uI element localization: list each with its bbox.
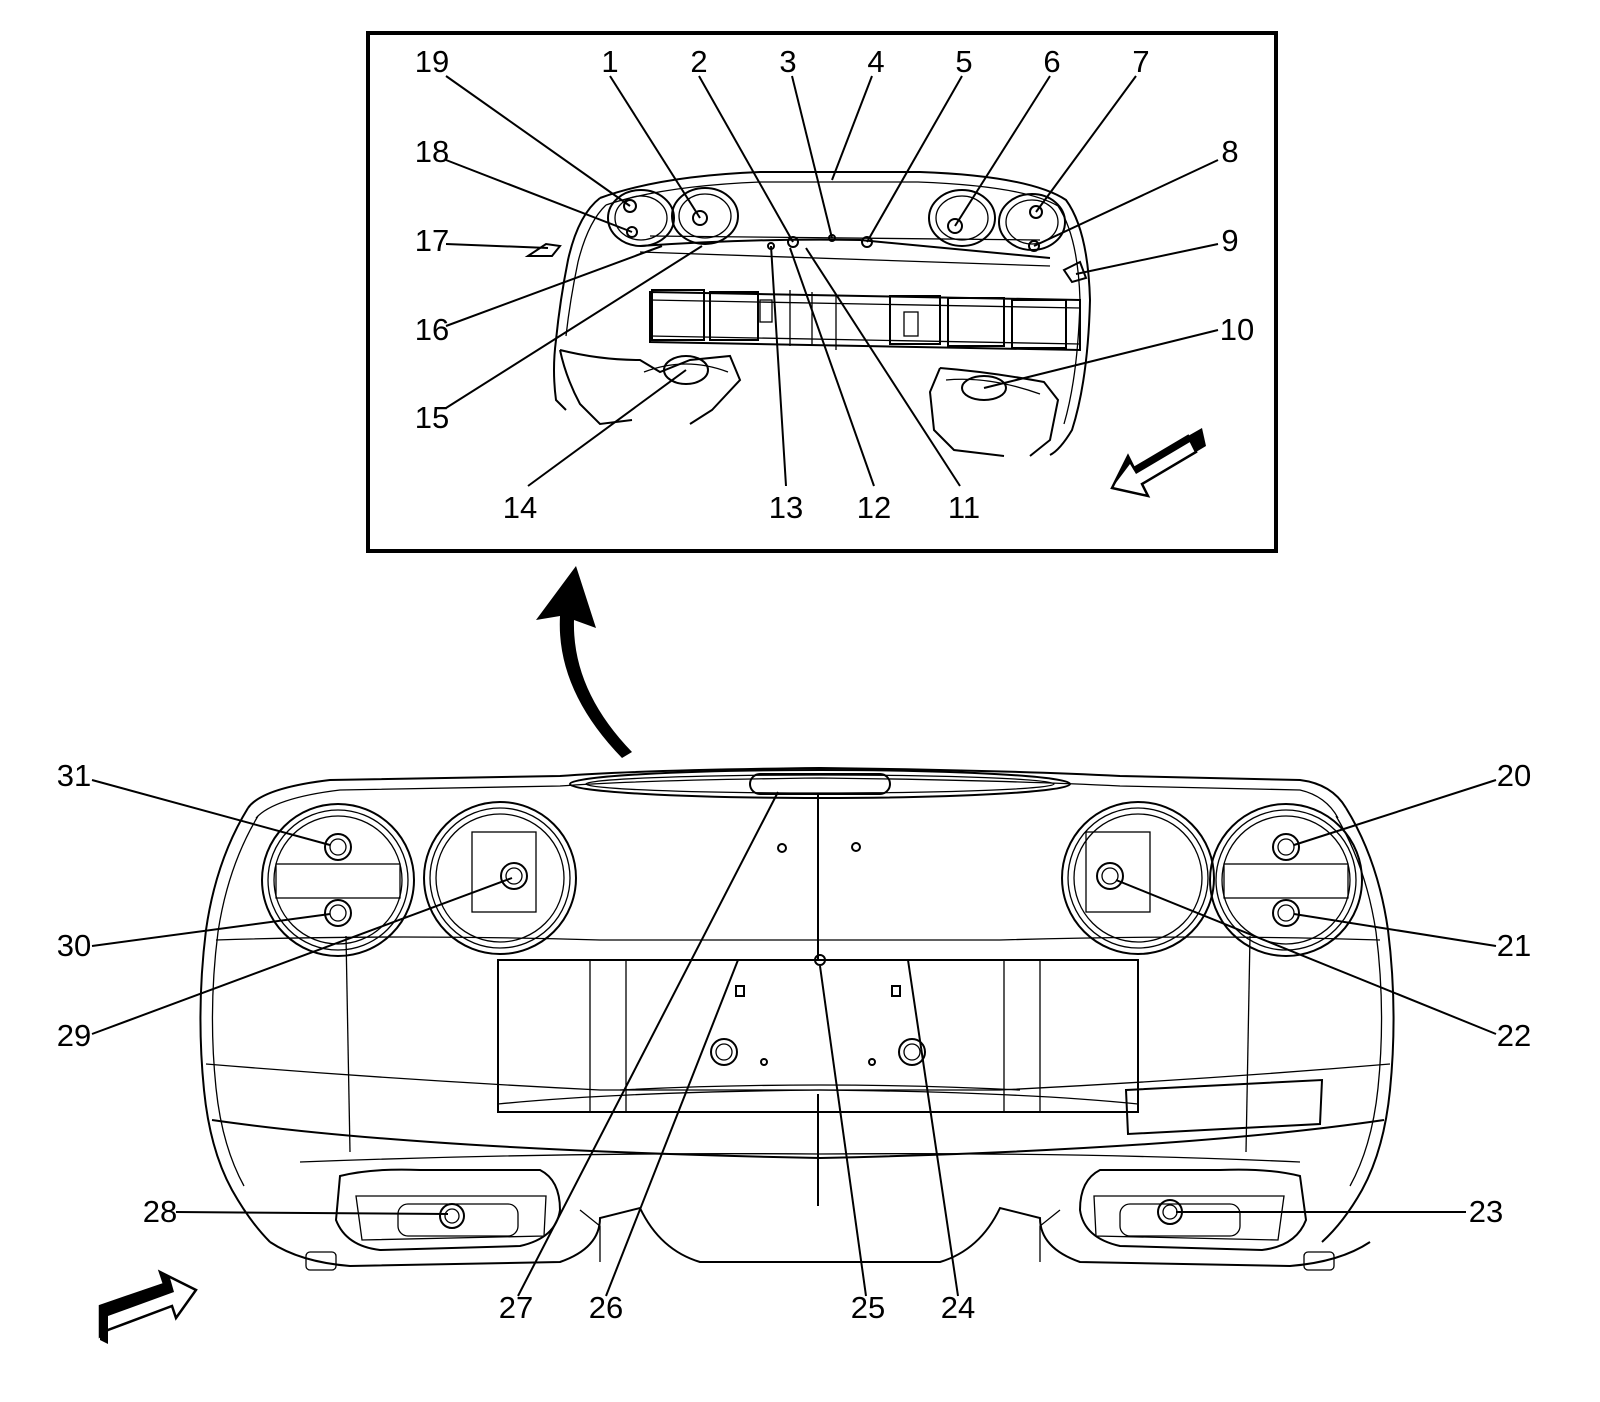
- lower-recess-left: [334, 1168, 562, 1252]
- callout-10: 10: [1220, 312, 1254, 347]
- callout-18: 18: [415, 134, 449, 169]
- callout-1: 1: [601, 44, 618, 79]
- tail-lamp-left-inner: [423, 801, 577, 955]
- callout-8: 8: [1221, 134, 1238, 169]
- callout-9: 9: [1221, 223, 1238, 258]
- direction-arrow-left-icon: [1110, 428, 1206, 498]
- curved-arrow-up-icon: [536, 566, 632, 758]
- callout-22: 22: [1497, 1018, 1531, 1053]
- callout-3: 3: [779, 44, 796, 79]
- callout-15: 15: [415, 400, 449, 435]
- inset-callouts: 19 1 2 3 4 5 6 7 18 8 17 9 16 10 15 14 1…: [415, 44, 1254, 525]
- inset-detail-view: 19 1 2 3 4 5 6 7 18 8 17 9 16 10 15 14 1…: [366, 31, 1278, 553]
- callout-12: 12: [857, 490, 891, 525]
- callout-21: 21: [1497, 928, 1531, 963]
- main-callouts: 31 20 30 21 29 22 28 23 27 26 25 24: [57, 758, 1531, 1325]
- inset-lamp-left-outer: [607, 189, 675, 247]
- inset-lamp-right-inner: [928, 189, 996, 247]
- inset-lamp-left-inner: [671, 187, 739, 245]
- callout-25: 25: [851, 1290, 885, 1325]
- inset-leaders: [445, 75, 1219, 487]
- tail-lamp-left-outer: [261, 803, 415, 957]
- label-plate: [1124, 1078, 1324, 1136]
- main-leaders: [91, 779, 1497, 1297]
- callout-28: 28: [143, 1194, 177, 1229]
- callout-4: 4: [867, 44, 884, 79]
- callout-13: 13: [769, 490, 803, 525]
- callout-29: 29: [57, 1018, 91, 1053]
- callout-7: 7: [1132, 44, 1149, 79]
- callout-11: 11: [948, 490, 980, 525]
- callout-6: 6: [1043, 44, 1060, 79]
- callout-23: 23: [1469, 1194, 1503, 1229]
- callout-5: 5: [955, 44, 972, 79]
- main-bumper-drawing: [199, 766, 1395, 1271]
- callout-26: 26: [589, 1290, 623, 1325]
- direction-arrow-right-icon: [98, 1269, 198, 1344]
- callout-24: 24: [941, 1290, 975, 1325]
- inset-lamp-right-outer: [998, 193, 1066, 252]
- callout-20: 20: [1497, 758, 1531, 793]
- callout-16: 16: [415, 312, 449, 347]
- lower-recess-right: [1078, 1168, 1308, 1252]
- callout-30: 30: [57, 928, 91, 963]
- callout-19: 19: [415, 44, 449, 79]
- callout-17: 17: [415, 223, 449, 258]
- license-plate-recess: [497, 954, 1139, 1113]
- tail-lamp-right-outer: [1209, 803, 1363, 957]
- tail-lamp-right-inner: [1061, 801, 1215, 955]
- callout-31: 31: [57, 758, 91, 793]
- callout-14: 14: [503, 490, 537, 525]
- callout-2: 2: [690, 44, 707, 79]
- callout-27: 27: [499, 1290, 533, 1325]
- main-bumper-view: 31 20 30 21 29 22 28 23 27 26 25 24: [57, 758, 1531, 1344]
